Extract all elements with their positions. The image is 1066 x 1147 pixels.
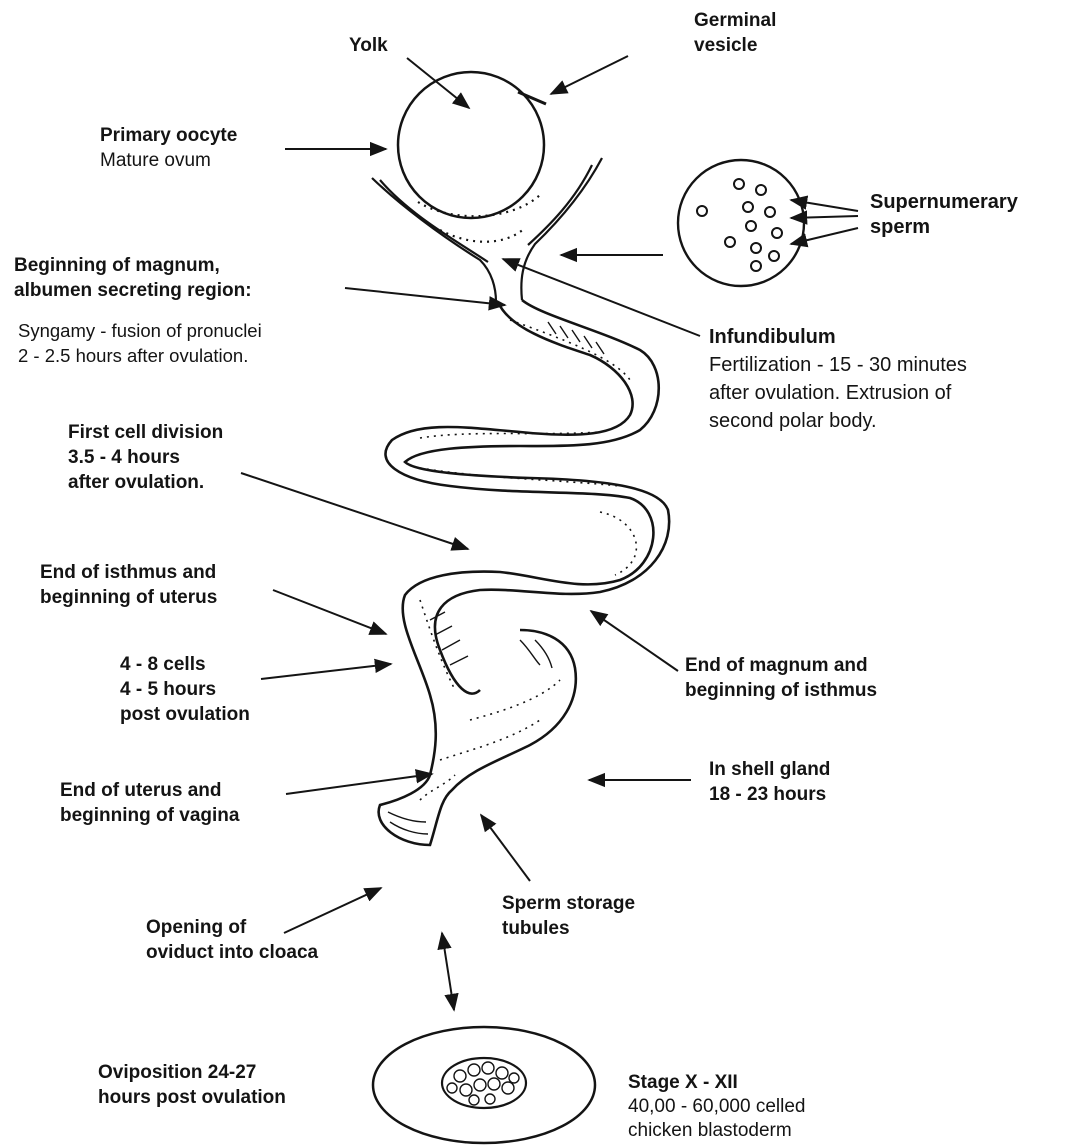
arrow-magnum-isthmus: [591, 611, 678, 671]
arrow-uterus-vagina: [286, 774, 432, 794]
label-uterus-vagina: End of uterus and beginning of vagina: [60, 778, 239, 828]
arrow-sperm-storage: [481, 815, 530, 881]
blastoderm-ellipse: [373, 1027, 595, 1143]
label-yolk: Yolk: [349, 33, 388, 58]
arrow-sperm-3: [791, 228, 858, 244]
arrow-four-eight-cells: [261, 664, 391, 679]
oviduct-illustration: [379, 300, 670, 845]
label-germinal-vesicle: Germinal vesicle: [694, 8, 776, 58]
label-stage: Stage X - XII 40,00 - 60,000 celled chic…: [628, 1071, 805, 1143]
label-infundibulum: Infundibulum Fertilization - 15 - 30 min…: [709, 323, 967, 435]
label-four-eight-cells: 4 - 8 cells 4 - 5 hours post ovulation: [120, 652, 250, 727]
label-primary-oocyte: Primary oocyte Mature ovum: [100, 123, 237, 173]
arrow-germinal-vesicle: [551, 56, 628, 94]
label-first-cell-division: First cell division 3.5 - 4 hours after …: [68, 420, 223, 495]
germinal-vesicle-mark: [518, 92, 546, 104]
arrow-isthmus-uterus: [273, 590, 386, 634]
label-magnum-isthmus: End of magnum and beginning of isthmus: [685, 653, 877, 703]
label-oviposition: Oviposition 24-27 hours post ovulation: [98, 1060, 286, 1110]
arrow-sperm-2: [791, 216, 858, 218]
arrow-yolk: [407, 58, 469, 108]
label-beginning-of-magnum: Beginning of magnum, albumen secreting r…: [14, 253, 252, 303]
label-oviduct-opening: Opening of oviduct into cloaca: [146, 915, 318, 965]
label-shell-gland: In shell gland 18 - 23 hours: [709, 757, 830, 807]
label-supernumerary-sperm: Supernumerary sperm: [870, 190, 1018, 240]
sperm-cell-circle: [678, 160, 804, 286]
label-syngamy: Syngamy - fusion of pronuclei 2 - 2.5 ho…: [18, 318, 262, 368]
label-isthmus-uterus: End of isthmus and beginning of uterus: [40, 560, 217, 610]
arrow-oviposition: [442, 933, 454, 1010]
arrow-magnum: [345, 288, 505, 305]
label-sperm-storage: Sperm storage tubules: [502, 891, 635, 941]
arrow-infundibulum: [503, 259, 700, 336]
